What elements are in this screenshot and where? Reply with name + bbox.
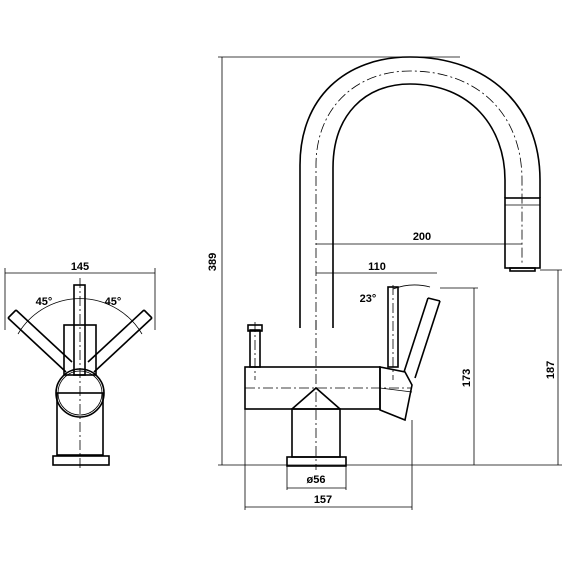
dim-angle-left: 45° <box>36 296 53 308</box>
body-circle <box>55 368 105 418</box>
dim-spout-outlet-height: 187 <box>545 361 557 379</box>
dim-base-diameter: ø56 <box>307 474 326 486</box>
spray-head <box>504 197 541 269</box>
base-plate <box>52 455 110 466</box>
dim-overall-height: 389 <box>207 253 219 271</box>
dim-angle-right: 45° <box>105 296 122 308</box>
lever-tilted <box>403 297 441 379</box>
dim-lever-offset: 110 <box>368 261 386 273</box>
dim-width-side: 145 <box>71 261 89 273</box>
dim-lever-angle: 23° <box>360 293 377 305</box>
front-view: 389 200 110 23° <box>207 56 562 510</box>
lever-right <box>87 309 153 373</box>
dim-outlet-height: 173 <box>461 369 473 387</box>
lever-left <box>7 309 73 373</box>
dim-spout-reach: 200 <box>413 231 431 243</box>
spout <box>299 56 541 330</box>
body <box>244 320 413 470</box>
side-view: 145 45° 45° <box>4 261 156 470</box>
dim-body-width: 157 <box>314 494 332 506</box>
base <box>286 456 347 467</box>
